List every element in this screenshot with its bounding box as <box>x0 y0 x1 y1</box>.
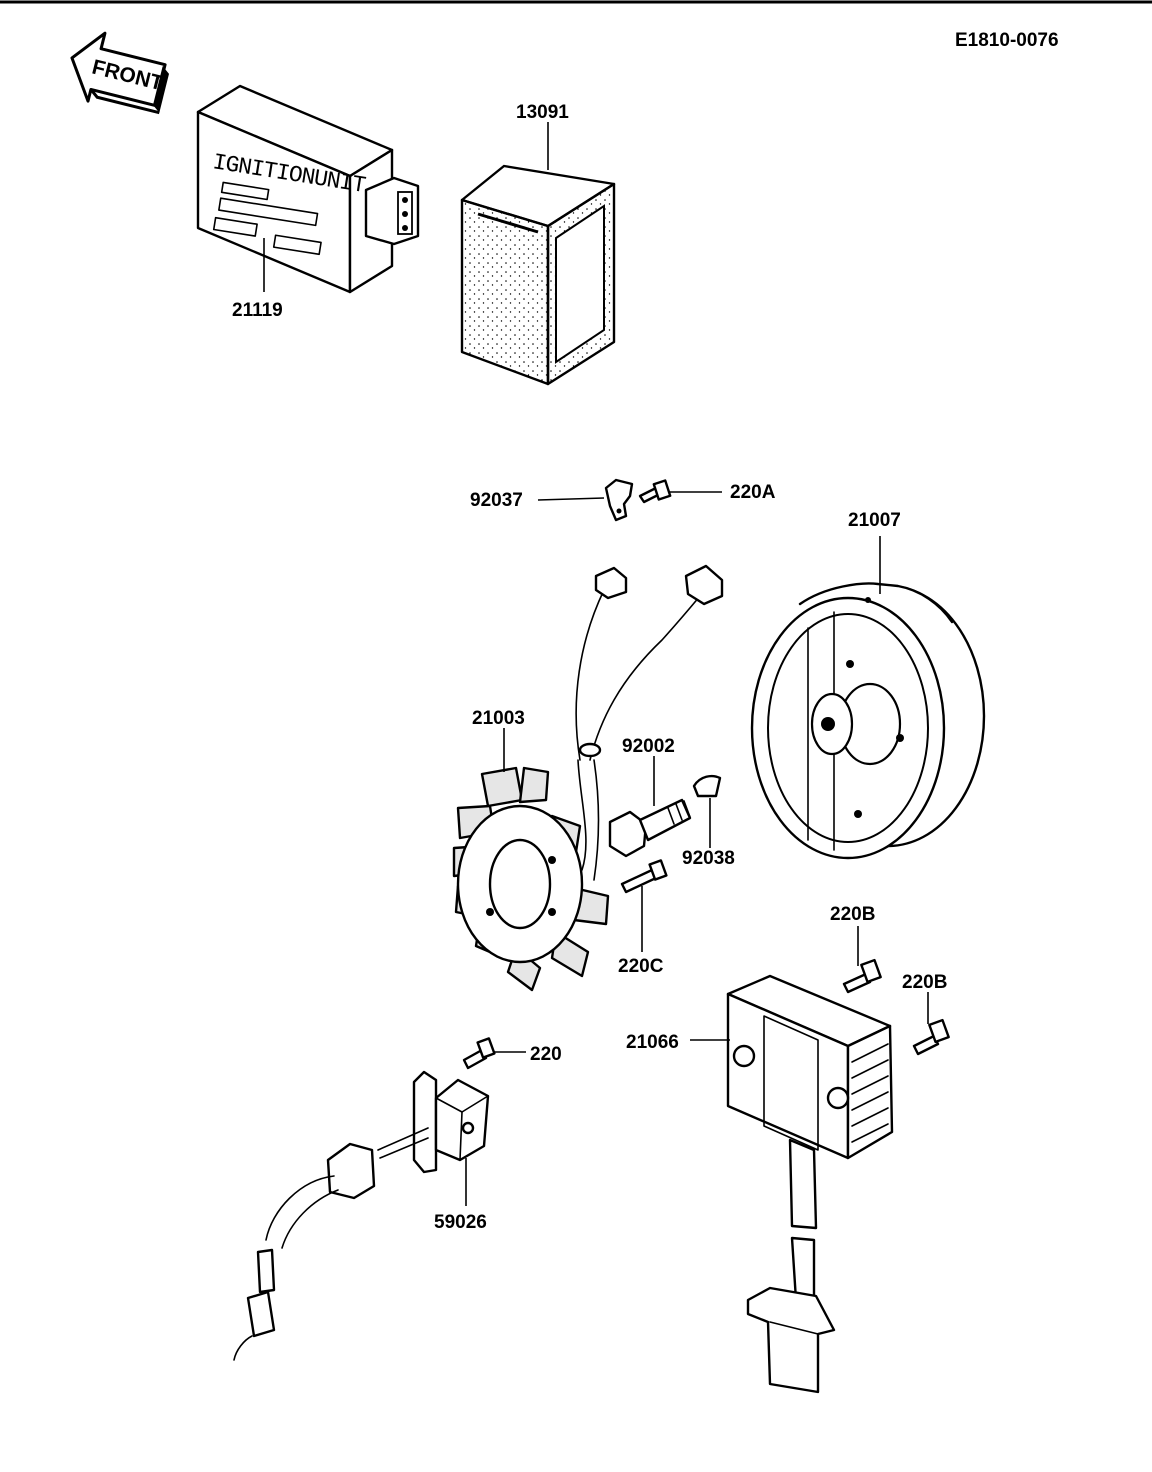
label-220b-right: 220B <box>902 972 947 993</box>
label-92002: 92002 <box>622 736 675 757</box>
ignition-unit-drawing: IGNITIONUNIT <box>196 84 420 294</box>
label-92037: 92037 <box>470 490 523 511</box>
leader-92037 <box>537 497 605 501</box>
label-92038: 92038 <box>682 848 735 869</box>
foam-cover-drawing <box>460 164 616 386</box>
rotor-drawing <box>750 582 986 860</box>
diagram-id: E1810-0076 <box>955 30 1059 51</box>
label-220b-top: 220B <box>830 904 875 925</box>
label-13091: 13091 <box>516 102 569 123</box>
pickup-coil-drawing <box>233 1070 490 1361</box>
screw-220b-top-drawing <box>842 958 882 994</box>
woodruff-key-drawing <box>692 774 722 798</box>
rotor-bolt-drawing <box>608 798 692 858</box>
label-220a: 220A <box>730 482 776 503</box>
clamp-drawing <box>604 478 634 522</box>
label-21119: 21119 <box>232 300 283 321</box>
front-arrow: FRONT <box>70 31 169 115</box>
label-59026: 59026 <box>434 1212 487 1233</box>
screw-220-drawing <box>462 1037 496 1070</box>
screw-220c-drawing <box>620 859 668 894</box>
front-direction-arrow-icon <box>70 31 169 115</box>
screw-220a-drawing <box>638 479 672 504</box>
screw-220b-right-drawing <box>912 1018 950 1056</box>
label-220: 220 <box>530 1044 562 1065</box>
label-21007: 21007 <box>848 510 901 531</box>
label-220c: 220C <box>618 956 664 977</box>
label-21066: 21066 <box>626 1032 679 1053</box>
stator-drawing <box>452 564 724 992</box>
label-21003: 21003 <box>472 708 525 729</box>
regulator-drawing <box>726 974 894 1394</box>
